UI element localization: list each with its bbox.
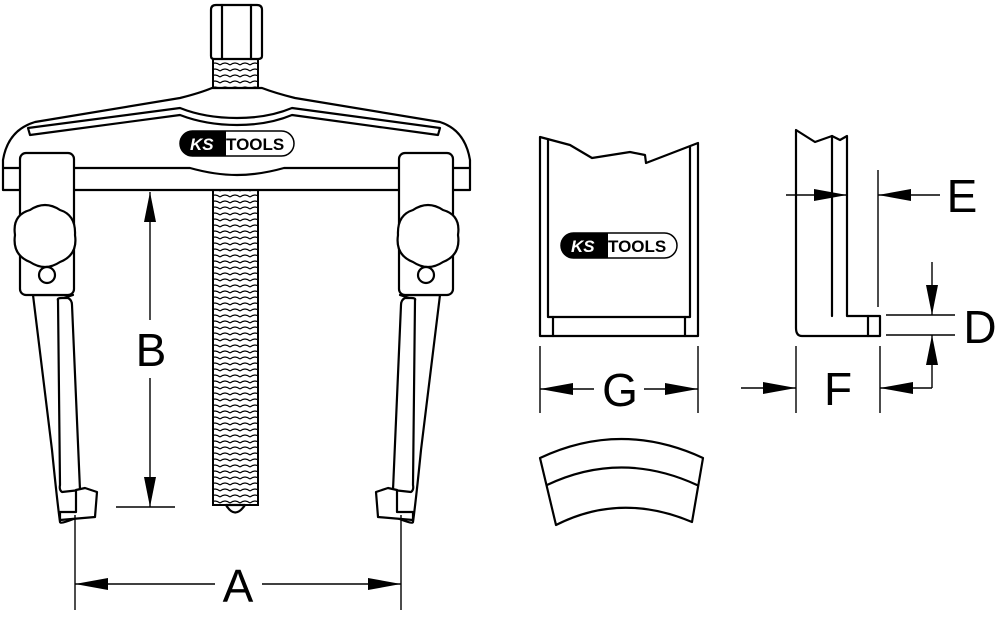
puller: KS TOOLS B [1,3,472,612]
dimension-f: F [741,346,932,415]
right-arm [374,151,460,524]
left-knob [13,203,77,269]
hex-nut [209,3,264,61]
label-e: E [947,170,978,222]
crossbar-edge [1,166,472,177]
label-d: D [963,301,996,353]
label-g: G [602,364,638,416]
spindle-lower-thread [212,189,259,506]
right-leg-slot [391,296,417,494]
jaw-front-view: KS TOOLS G [538,135,700,416]
logo-ks-text: KS [571,237,595,256]
dimension-g: G [539,346,699,416]
dimension-b: B [116,192,175,508]
label-f: F [824,363,852,415]
right-pivot-hole [416,265,436,285]
right-claw [374,486,415,522]
left-leg-slot [56,296,82,494]
yoke-groove [26,106,442,137]
dimension-d: D [886,262,997,388]
jaw-curved-section [538,437,705,527]
ks-tools-logo-jaw: KS TOOLS [560,232,678,259]
left-claw [58,486,99,522]
left-pivot-hole [37,265,57,285]
label-a: A [223,560,254,612]
left-arm [13,151,99,524]
spindle-tip [224,503,247,514]
dimension-e: E [786,170,977,307]
jaw-side-view: E D F [741,128,997,415]
ks-tools-logo: KS TOOLS [179,130,295,157]
dimension-a: A [74,515,402,612]
logo-tools-text: TOOLS [608,237,666,256]
logo-tools-text: TOOLS [226,135,284,154]
jaw-inner-edge [546,138,692,319]
right-knob [396,203,460,269]
logo-ks-text: KS [190,135,214,154]
label-b: B [136,324,167,376]
